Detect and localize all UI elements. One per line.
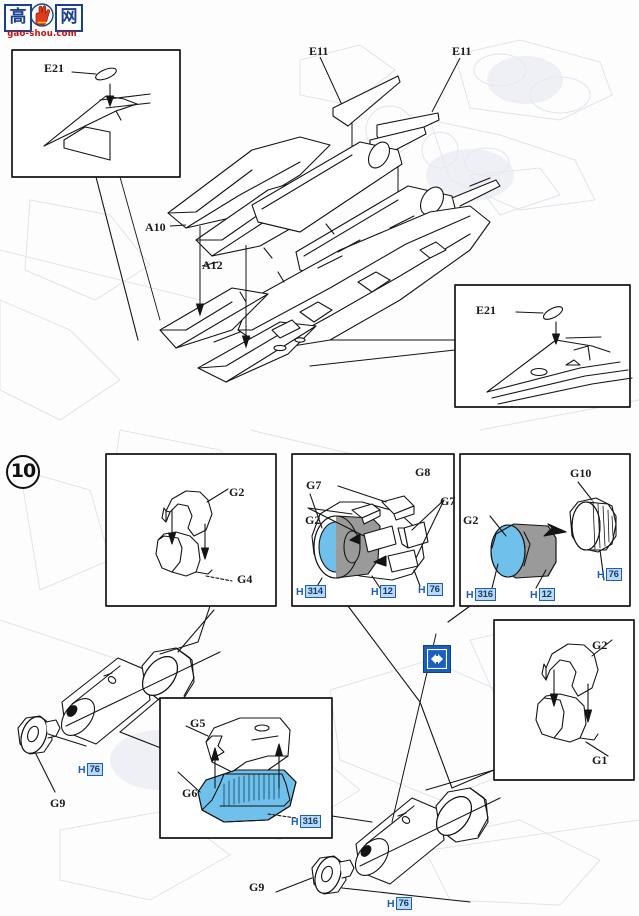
label-g8: G8 bbox=[415, 465, 431, 479]
step10-diagram bbox=[17, 453, 635, 903]
label-g6: G6 bbox=[182, 786, 198, 800]
site-logo: 高 网 gao-shou.com bbox=[3, 2, 83, 44]
label-e11-left: E11 bbox=[309, 44, 329, 58]
label-g9-left: G9 bbox=[50, 796, 66, 810]
left-right-arrows-icon bbox=[427, 649, 447, 669]
label-g7-right: G7 bbox=[440, 494, 456, 508]
label-e21-left: E21 bbox=[44, 61, 65, 75]
label-g2-intake: G2 bbox=[305, 513, 321, 527]
label-g5: G5 bbox=[190, 716, 206, 730]
logo-url: gao-shou.com bbox=[7, 29, 77, 39]
mirror-repeat-icon bbox=[423, 645, 451, 673]
label-g2-box5: G2 bbox=[592, 638, 608, 652]
step-number-badge: 10 bbox=[6, 455, 40, 489]
label-g9-right: G9 bbox=[249, 880, 265, 894]
label-g4-box1: G4 bbox=[237, 572, 253, 586]
label-g2-box1: G2 bbox=[229, 485, 245, 499]
label-a12: A12 bbox=[202, 258, 223, 272]
label-e21-right: E21 bbox=[476, 303, 497, 317]
label-g7-left: G7 bbox=[306, 478, 322, 492]
label-g1: G1 bbox=[592, 753, 608, 767]
top-assembly-diagram bbox=[11, 49, 633, 408]
label-g2-nozzle: G2 bbox=[463, 513, 479, 527]
logo-hand-icon bbox=[30, 3, 54, 27]
label-a10: A10 bbox=[145, 220, 166, 234]
label-e11-right: E11 bbox=[452, 44, 472, 58]
logo-char-2: 网 bbox=[55, 4, 83, 32]
label-g10: G10 bbox=[570, 466, 592, 480]
logo-characters: 高 网 bbox=[3, 2, 83, 32]
